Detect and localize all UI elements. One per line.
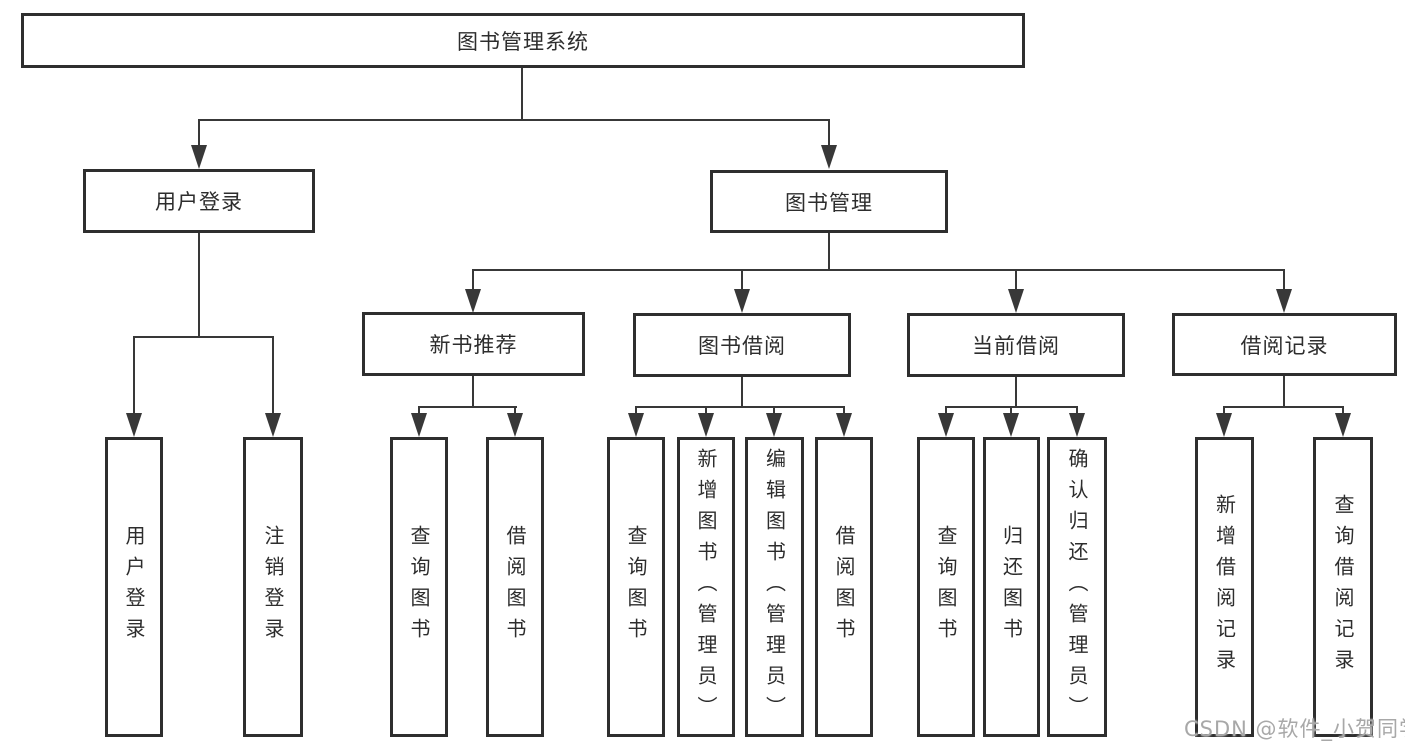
connector-line — [705, 406, 707, 416]
node-label: 查询图书 — [407, 525, 431, 649]
node-label: 借阅图书 — [503, 525, 527, 649]
connector-line — [1015, 377, 1017, 408]
node-label: 图书借阅 — [698, 334, 786, 358]
leaf-add-borrow-record: 新增借阅记录 — [1195, 437, 1254, 737]
node-label: 用户登录 — [155, 190, 243, 214]
connector-line — [828, 233, 830, 271]
node-label: 归还图书 — [999, 525, 1024, 649]
node-book-borrowing: 图书借阅 — [633, 313, 851, 377]
connector-line — [1283, 376, 1285, 408]
connector-line — [521, 68, 523, 121]
node-label: 图书管理 — [785, 190, 873, 215]
node-label: 注销登录 — [261, 525, 285, 649]
node-label: 查询图书 — [624, 525, 648, 649]
leaf-borrow-books-recommend: 借阅图书 — [486, 437, 544, 737]
leaf-add-books-admin: 新增图书（管理员） — [677, 437, 735, 737]
leaf-query-books-borrowing: 查询图书 — [607, 437, 665, 737]
arrow-down-icon — [1276, 289, 1292, 313]
arrow-down-icon — [1335, 413, 1351, 437]
node-label: 当前借阅 — [972, 334, 1060, 358]
node-label: 用户登录 — [122, 525, 146, 649]
arrow-down-icon — [938, 413, 954, 437]
arrow-down-icon — [1069, 413, 1085, 437]
arrow-down-icon — [628, 413, 644, 437]
connector-line — [418, 406, 420, 416]
arrow-down-icon — [1008, 289, 1024, 313]
connector-line — [945, 406, 947, 416]
connector-line — [773, 406, 775, 416]
connector-line — [741, 269, 743, 291]
connector-line — [1223, 406, 1225, 416]
node-new-book-recommendation: 新书推荐 — [362, 312, 585, 376]
connector-line — [133, 336, 274, 338]
leaf-return-books: 归还图书 — [983, 437, 1040, 737]
node-label: 编辑图书（管理员） — [762, 447, 787, 727]
leaf-query-books-current: 查询图书 — [917, 437, 975, 737]
arrow-down-icon — [836, 413, 852, 437]
connector-line — [1223, 406, 1344, 408]
connector-line — [635, 406, 845, 408]
arrow-down-icon — [465, 289, 481, 313]
connector-line — [843, 406, 845, 416]
arrow-down-icon — [191, 145, 207, 169]
connector-line — [472, 269, 474, 291]
connector-line — [741, 377, 743, 408]
leaf-user-login: 用户登录 — [105, 437, 163, 737]
node-label: 图书管理系统 — [457, 29, 589, 54]
leaf-edit-books-admin: 编辑图书（管理员） — [745, 437, 804, 737]
arrow-down-icon — [766, 413, 782, 437]
arrow-down-icon — [411, 413, 427, 437]
arrow-down-icon — [265, 413, 281, 437]
leaf-logout-login: 注销登录 — [243, 437, 303, 737]
node-user-login: 用户登录 — [83, 169, 315, 233]
connector-line — [133, 336, 135, 415]
arrow-down-icon — [126, 413, 142, 437]
arrow-down-icon — [1216, 413, 1232, 437]
node-label: 借阅记录 — [1240, 333, 1329, 358]
connector-line — [828, 119, 830, 149]
connector-line — [1342, 406, 1344, 416]
node-current-borrowing: 当前借阅 — [907, 313, 1125, 377]
arrow-down-icon — [821, 145, 837, 169]
connector-line — [1076, 406, 1078, 416]
leaf-confirm-return-admin: 确认归还（管理员） — [1047, 437, 1107, 737]
node-label: 确认归还（管理员） — [1065, 447, 1089, 727]
arrow-down-icon — [1003, 413, 1019, 437]
leaf-query-borrow-record: 查询借阅记录 — [1313, 437, 1373, 737]
connector-line — [1283, 269, 1285, 291]
leaf-query-books-recommend: 查询图书 — [390, 437, 448, 737]
node-label: 新增借阅记录 — [1212, 494, 1237, 680]
arrow-down-icon — [507, 413, 523, 437]
connector-line — [1015, 269, 1017, 291]
node-label: 借阅图书 — [832, 525, 856, 649]
connector-line — [472, 269, 1285, 271]
connector-line — [198, 119, 830, 121]
connector-line — [198, 119, 200, 149]
connector-line — [1010, 406, 1012, 416]
node-label: 新增图书（管理员） — [694, 447, 718, 727]
connector-line — [198, 233, 200, 338]
node-label: 查询图书 — [934, 525, 958, 649]
arrow-down-icon — [734, 289, 750, 313]
node-label: 查询借阅记录 — [1331, 494, 1355, 680]
node-label: 新书推荐 — [429, 333, 518, 357]
connector-line — [514, 406, 516, 416]
connector-line — [418, 406, 517, 408]
node-borrowing-records: 借阅记录 — [1172, 313, 1397, 376]
connector-line — [472, 376, 474, 408]
node-book-management: 图书管理 — [710, 170, 948, 233]
connector-line — [272, 336, 274, 415]
connector-line — [635, 406, 637, 416]
arrow-down-icon — [698, 413, 714, 437]
leaf-borrow-books-borrowing: 借阅图书 — [815, 437, 873, 737]
node-library-management-system: 图书管理系统 — [21, 13, 1025, 68]
csdn-watermark: CSDN @软件_小贺同学 — [1184, 717, 1405, 741]
